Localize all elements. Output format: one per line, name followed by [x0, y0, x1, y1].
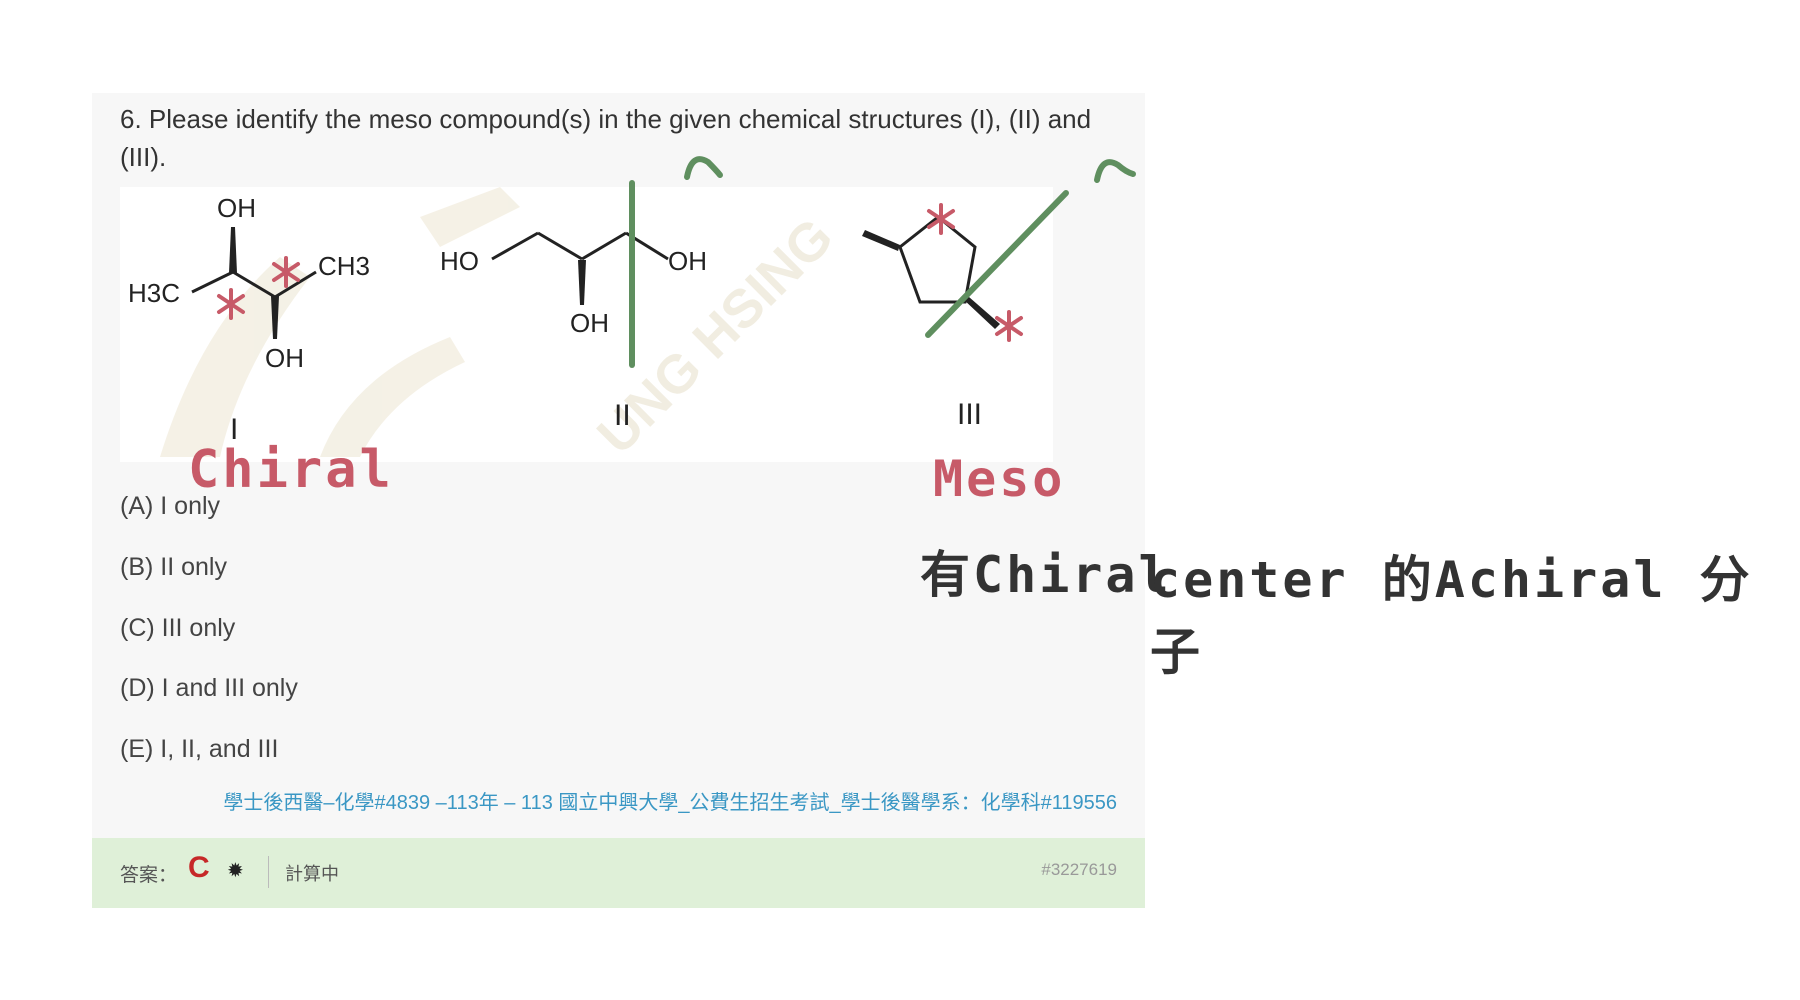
asterisk-mark-2	[272, 256, 300, 288]
option-d[interactable]: (D) I and III only	[120, 674, 298, 702]
s1-oh-top: OH	[217, 193, 256, 223]
structure-3	[862, 215, 1000, 329]
chiral-center-marks	[217, 203, 1023, 342]
asterisk-mark-3	[927, 203, 955, 235]
divider	[268, 856, 269, 888]
s1-h3c: H3C	[128, 278, 180, 308]
question-ref[interactable]: #3227619	[1041, 860, 1117, 879]
structure-2	[491, 231, 669, 305]
annotation-chiral: Chiral	[188, 440, 394, 500]
s2-oh-bottom: OH	[570, 308, 609, 338]
s1-oh-bottom: OH	[265, 343, 304, 373]
answer-bar: 答案： C ✹ 計算中 #3227619	[92, 838, 1145, 908]
annotation-note-2: center 的Achiral 分子	[1150, 551, 1753, 681]
answer-label: 答案：	[120, 865, 178, 886]
asterisk-mark-1	[217, 288, 245, 320]
option-e[interactable]: (E) I, II, and III	[120, 735, 279, 763]
s1-label: I	[230, 413, 238, 446]
mirror-line-3	[925, 190, 1069, 338]
mirror-check-3	[1094, 159, 1136, 183]
annotation-note-1: 有Chiral	[920, 546, 1172, 604]
mirror-check-2	[684, 156, 723, 180]
option-c[interactable]: (C) III only	[120, 614, 236, 642]
s3-label: III	[957, 398, 982, 431]
option-b[interactable]: (B) II only	[120, 553, 227, 581]
question-text: 6. Please identify the meso compound(s) …	[120, 104, 1092, 172]
asterisk-mark-4	[995, 310, 1023, 342]
s2-label: II	[614, 399, 631, 432]
annotation-meso: Meso	[933, 450, 1066, 508]
answer-value: C	[188, 851, 210, 884]
source-link[interactable]: 學士後西醫–化學#4839 –113年 – 113 國立中興大學_公費生招生考試…	[223, 792, 1117, 814]
answer-status: 計算中	[285, 864, 339, 884]
s2-ho: HO	[440, 246, 479, 276]
option-a[interactable]: (A) I only	[120, 492, 221, 520]
mirror-plane-marks	[629, 156, 1136, 368]
structure-1	[191, 227, 317, 339]
s1-ch3: CH3	[318, 251, 370, 281]
structures-figure: UNG HSING OH H3C CH3 OH I HO OH OH II	[120, 187, 1053, 462]
bug-report-icon[interactable]: ✹	[227, 860, 244, 882]
s2-oh-right: OH	[668, 246, 707, 276]
